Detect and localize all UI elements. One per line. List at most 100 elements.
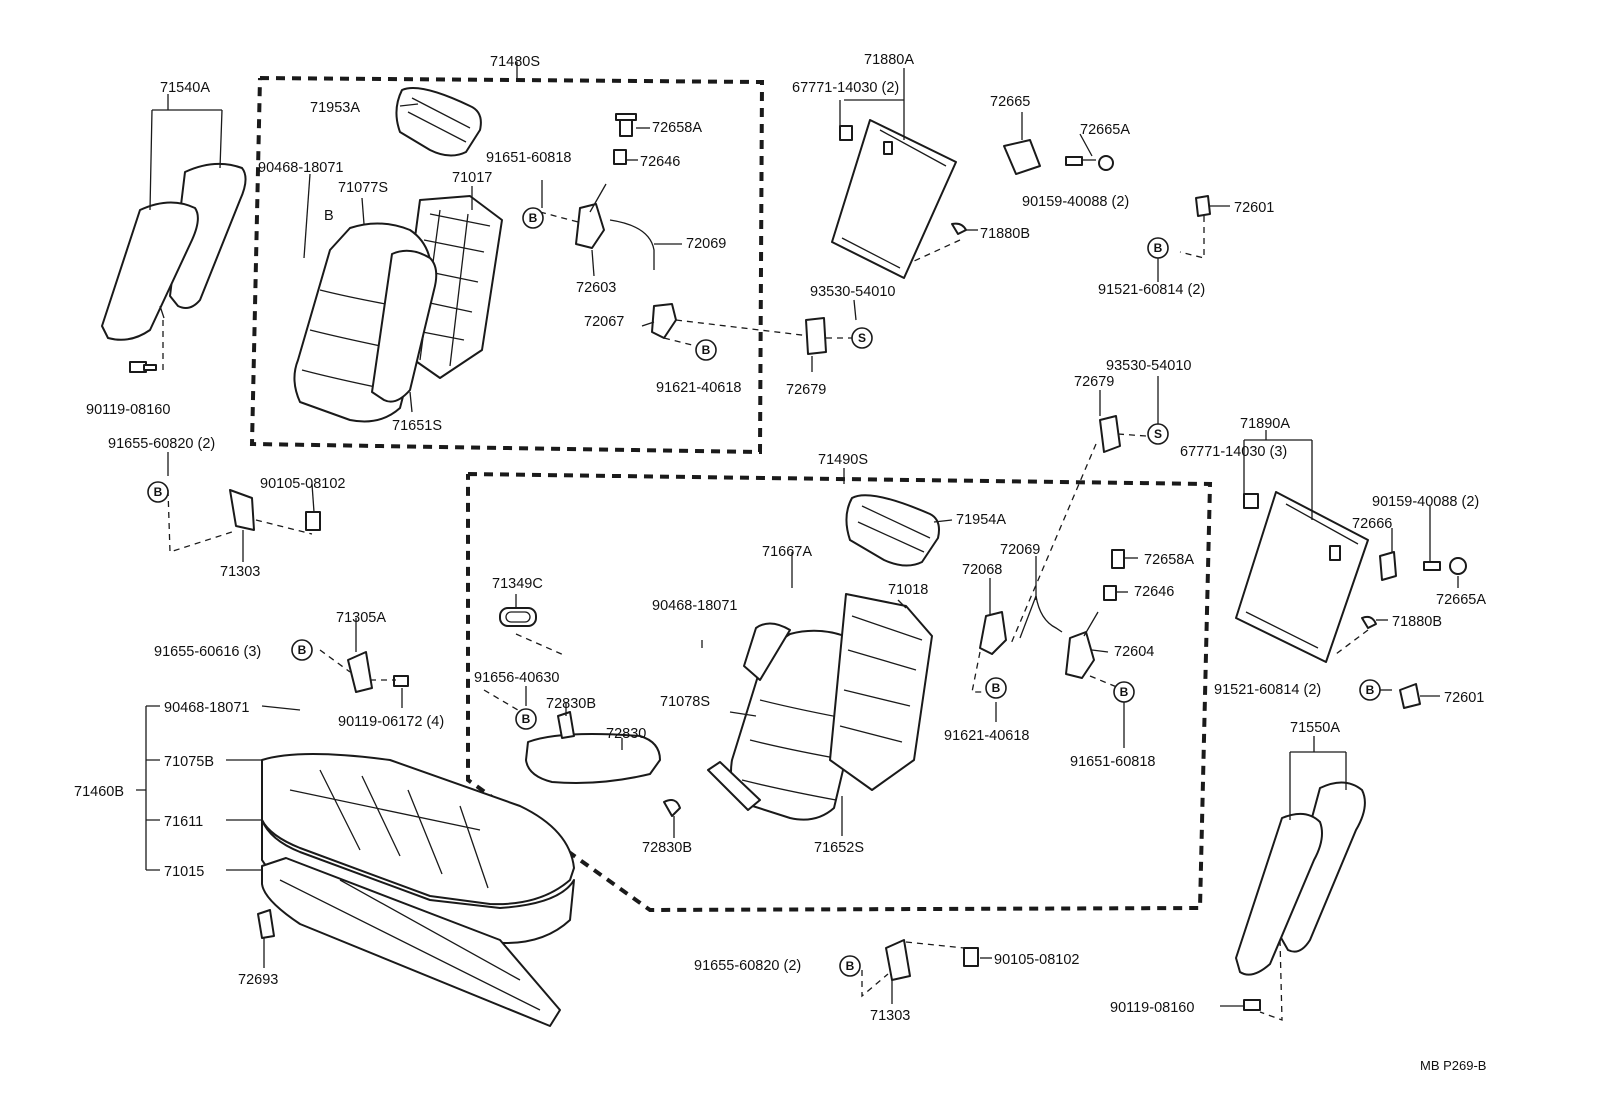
label-72601: 72601	[1444, 690, 1484, 706]
label-72601: 72601	[1234, 200, 1274, 216]
label-72067: 72067	[584, 314, 624, 330]
screw-s-text: S	[1154, 427, 1162, 441]
label-71075B: 71075B	[164, 754, 214, 770]
label-72693: 72693	[238, 972, 278, 988]
label-71305A: 71305A	[336, 610, 386, 626]
label-71303: 71303	[220, 564, 260, 580]
label-67771-14030-2: 67771-14030 (2)	[792, 80, 899, 96]
label-72666: 72666	[1352, 516, 1392, 532]
bolt-symbol-b: B B B B B B B B B B	[147, 207, 1381, 977]
label-91655-60820: 91655-60820 (2)	[108, 436, 215, 452]
label-91655-60820: 91655-60820 (2)	[694, 958, 801, 974]
label-71018: 71018	[888, 582, 928, 598]
armrest-71540A	[101, 162, 247, 373]
label-b: B	[324, 208, 334, 224]
label-90468-18071: 90468-18071	[652, 598, 737, 614]
label-72665A: 72665A	[1080, 122, 1130, 138]
bolt-90159-40088-icon	[1065, 155, 1114, 171]
bolt-b-text: B	[298, 643, 307, 657]
label-71480S: 71480S	[490, 54, 540, 70]
label-71611: 71611	[164, 814, 203, 830]
label-72604: 72604	[1114, 644, 1154, 660]
nut-72665A-icon	[1423, 557, 1467, 575]
bracket-72601-lower	[1399, 683, 1421, 709]
label-71880B: 71880B	[1392, 614, 1442, 630]
label-71015: 71015	[164, 864, 204, 880]
striker-72679-lower	[1009, 415, 1147, 647]
label-71078S: 71078S	[660, 694, 710, 710]
label-93530-54010: 93530-54010	[1106, 358, 1191, 374]
cable-72069-lower	[1019, 595, 1063, 639]
label-71550A: 71550A	[1290, 720, 1340, 736]
label-72069: 72069	[686, 236, 726, 252]
label-90105-08102: 90105-08102	[994, 952, 1079, 968]
label-90119-08160: 90119-08160	[1110, 1000, 1194, 1016]
headrest-71953A	[395, 87, 482, 157]
label-71667A: 71667A	[762, 544, 812, 560]
clip-72693-icon	[257, 909, 275, 939]
label-91521-60814: 91521-60814 (2)	[1098, 282, 1205, 298]
bolt-b-text: B	[1366, 683, 1375, 697]
striker-72679-upper	[805, 317, 852, 355]
bolt-icon	[1243, 999, 1261, 1011]
label-71303: 71303	[870, 1008, 910, 1024]
label-93530-54010: 93530-54010	[810, 284, 895, 300]
bolt-b-text: B	[529, 211, 538, 225]
label-72679: 72679	[786, 382, 826, 398]
label-90159-40088: 90159-40088 (2)	[1372, 494, 1479, 510]
headrest-71954A	[845, 494, 940, 567]
armrest-72830	[483, 689, 681, 817]
bolt-b-text: B	[154, 485, 163, 499]
label-72646: 72646	[1134, 584, 1174, 600]
seatback-cushion-71077S	[293, 222, 438, 423]
label-72069: 72069	[1000, 542, 1040, 558]
screw-symbol-s: S S	[851, 327, 1169, 445]
label-72679: 72679	[1074, 374, 1114, 390]
boundary-71480S	[249, 76, 765, 455]
bolt-b-text: B	[702, 343, 711, 357]
panel-71890A	[1235, 491, 1467, 709]
bolt-b-text: B	[1154, 241, 1163, 255]
lock-72604	[1065, 549, 1125, 691]
clip-71880B-icon	[1335, 615, 1377, 655]
seatback-71078S	[707, 622, 866, 821]
label-71460B: 71460B	[74, 784, 124, 800]
clip-icon	[1243, 493, 1259, 509]
label-71954A: 71954A	[956, 512, 1006, 528]
label-91621-40618: 91621-40618	[656, 380, 741, 396]
label-71349C: 71349C	[492, 576, 543, 592]
screw-s-text: S	[858, 331, 866, 345]
label-91651-60818: 91651-60818	[1070, 754, 1155, 770]
frame-71018	[829, 593, 933, 791]
label-67771-14030-3: 67771-14030 (3)	[1180, 444, 1287, 460]
bolt-72658A	[615, 113, 637, 137]
label-91655-60616: 91655-60616 (3)	[154, 644, 261, 660]
bolt-b-text: B	[1120, 685, 1129, 699]
panel-71880A	[831, 119, 967, 279]
page-code: MB P269-B	[1420, 1058, 1486, 1073]
label-72603: 72603	[576, 280, 616, 296]
label-91656-40630: 91656-40630	[474, 670, 559, 686]
label-90468-18071: 90468-18071	[164, 700, 249, 716]
label-72665A: 72665A	[1436, 592, 1486, 608]
label-71652S: 71652S	[814, 840, 864, 856]
label-71017: 71017	[452, 170, 492, 186]
label-91521-60814: 91521-60814 (2)	[1214, 682, 1321, 698]
boundary-71490S	[466, 472, 1213, 913]
label-72658A: 72658A	[652, 120, 702, 136]
bracket-72601-upper	[1179, 195, 1211, 259]
label-90105-08102: 90105-08102	[260, 476, 345, 492]
label-71890A: 71890A	[1240, 416, 1290, 432]
label-90119-06172: 90119-06172 (4)	[338, 714, 444, 730]
label-72830B: 72830B	[642, 840, 692, 856]
part-labels: 71540A 90119-08160 71480S 71953A 90468-1…	[74, 52, 1486, 1073]
label-71077S: 71077S	[338, 180, 388, 196]
lock-assembly-72603	[539, 183, 655, 270]
bolt-b-text: B	[992, 681, 1001, 695]
leader-lines	[136, 62, 1459, 1007]
clip-72646	[613, 149, 627, 165]
label-72658A: 72658A	[1144, 552, 1194, 568]
label-71953A: 71953A	[310, 100, 360, 116]
